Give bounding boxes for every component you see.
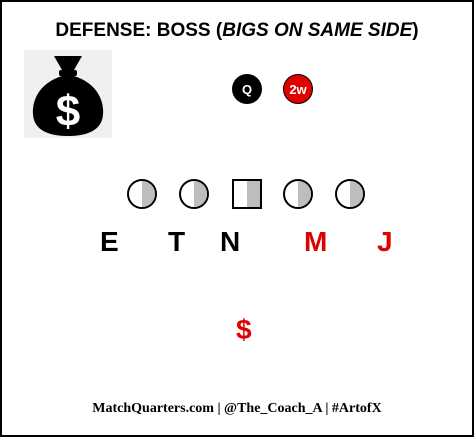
diagram-title: DEFENSE: BOSS (BIGS ON SAME SIDE) — [0, 20, 474, 42]
footer-credit: MatchQuarters.com | @The_Coach_A | #Arto… — [92, 401, 382, 416]
lineman-center — [232, 179, 262, 209]
defender-m: M — [304, 226, 328, 257]
logo-symbol: $ — [56, 87, 80, 136]
logo: $ — [24, 50, 112, 138]
lineman-shade — [350, 181, 363, 207]
quarterback-marker: Q — [232, 74, 262, 104]
lineman-left-guard — [179, 179, 209, 209]
defender-e: E — [100, 226, 119, 257]
lineman-left-tackle — [127, 179, 157, 209]
title-prefix: DEFENSE: BOSS ( — [55, 20, 223, 41]
title-emphasis: BIGS ON SAME SIDE — [222, 20, 413, 41]
lineman-shade — [298, 181, 311, 207]
defender-t: T — [168, 226, 186, 257]
defender-n: N — [220, 226, 241, 257]
defender-j: J — [377, 226, 393, 257]
money-bag-icon: $ — [32, 56, 104, 136]
lineman-shade — [247, 181, 260, 207]
lineman-right-guard — [283, 179, 313, 209]
title-suffix: ) — [412, 20, 419, 41]
lineman-shade — [142, 181, 155, 207]
safety-marker: $ — [236, 314, 252, 345]
back-2w-marker: 2w — [283, 74, 313, 104]
lineman-shade — [194, 181, 207, 207]
lineman-right-tackle — [335, 179, 365, 209]
